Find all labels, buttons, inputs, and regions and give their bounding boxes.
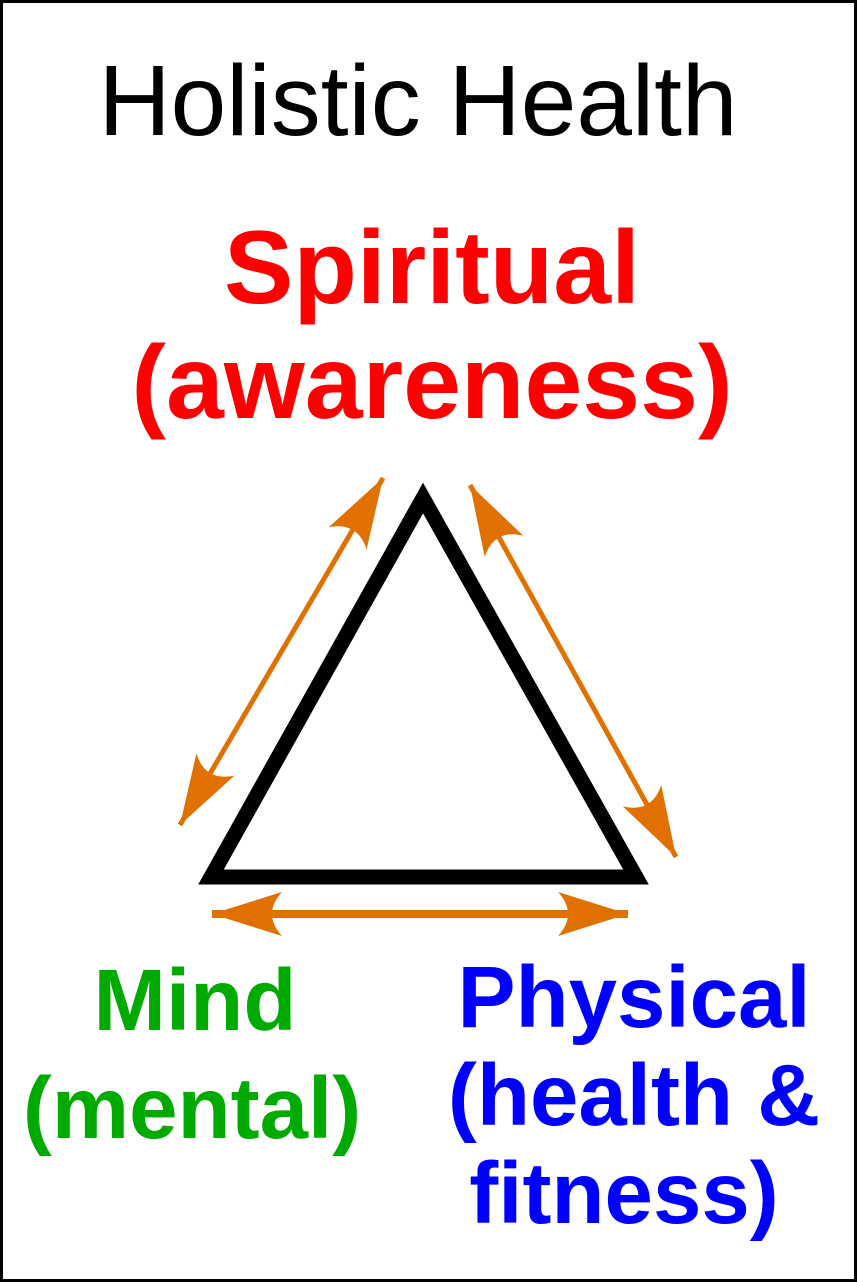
arrow-spiritual-physical xyxy=(467,483,679,859)
mind-label: Mind xyxy=(94,952,297,1049)
triangle xyxy=(198,482,649,885)
arrow-mind-spiritual xyxy=(177,476,386,827)
spiritual-sub: (awareness) xyxy=(131,325,732,441)
physical-sub-2: fitness) xyxy=(469,1145,778,1242)
title: Holistic Health xyxy=(98,45,737,157)
mind-sub: (mental) xyxy=(23,1060,361,1157)
physical-label: Physical xyxy=(457,949,810,1046)
arrowhead xyxy=(328,478,383,550)
arrowhead xyxy=(622,785,676,857)
arrowhead xyxy=(180,753,235,825)
arrows xyxy=(177,476,679,936)
arrowhead xyxy=(212,892,282,936)
arrowhead xyxy=(470,485,524,557)
arrowhead xyxy=(558,892,628,936)
spiritual-label: Spiritual xyxy=(224,210,640,326)
physical-sub-1: (health & xyxy=(448,1047,820,1144)
